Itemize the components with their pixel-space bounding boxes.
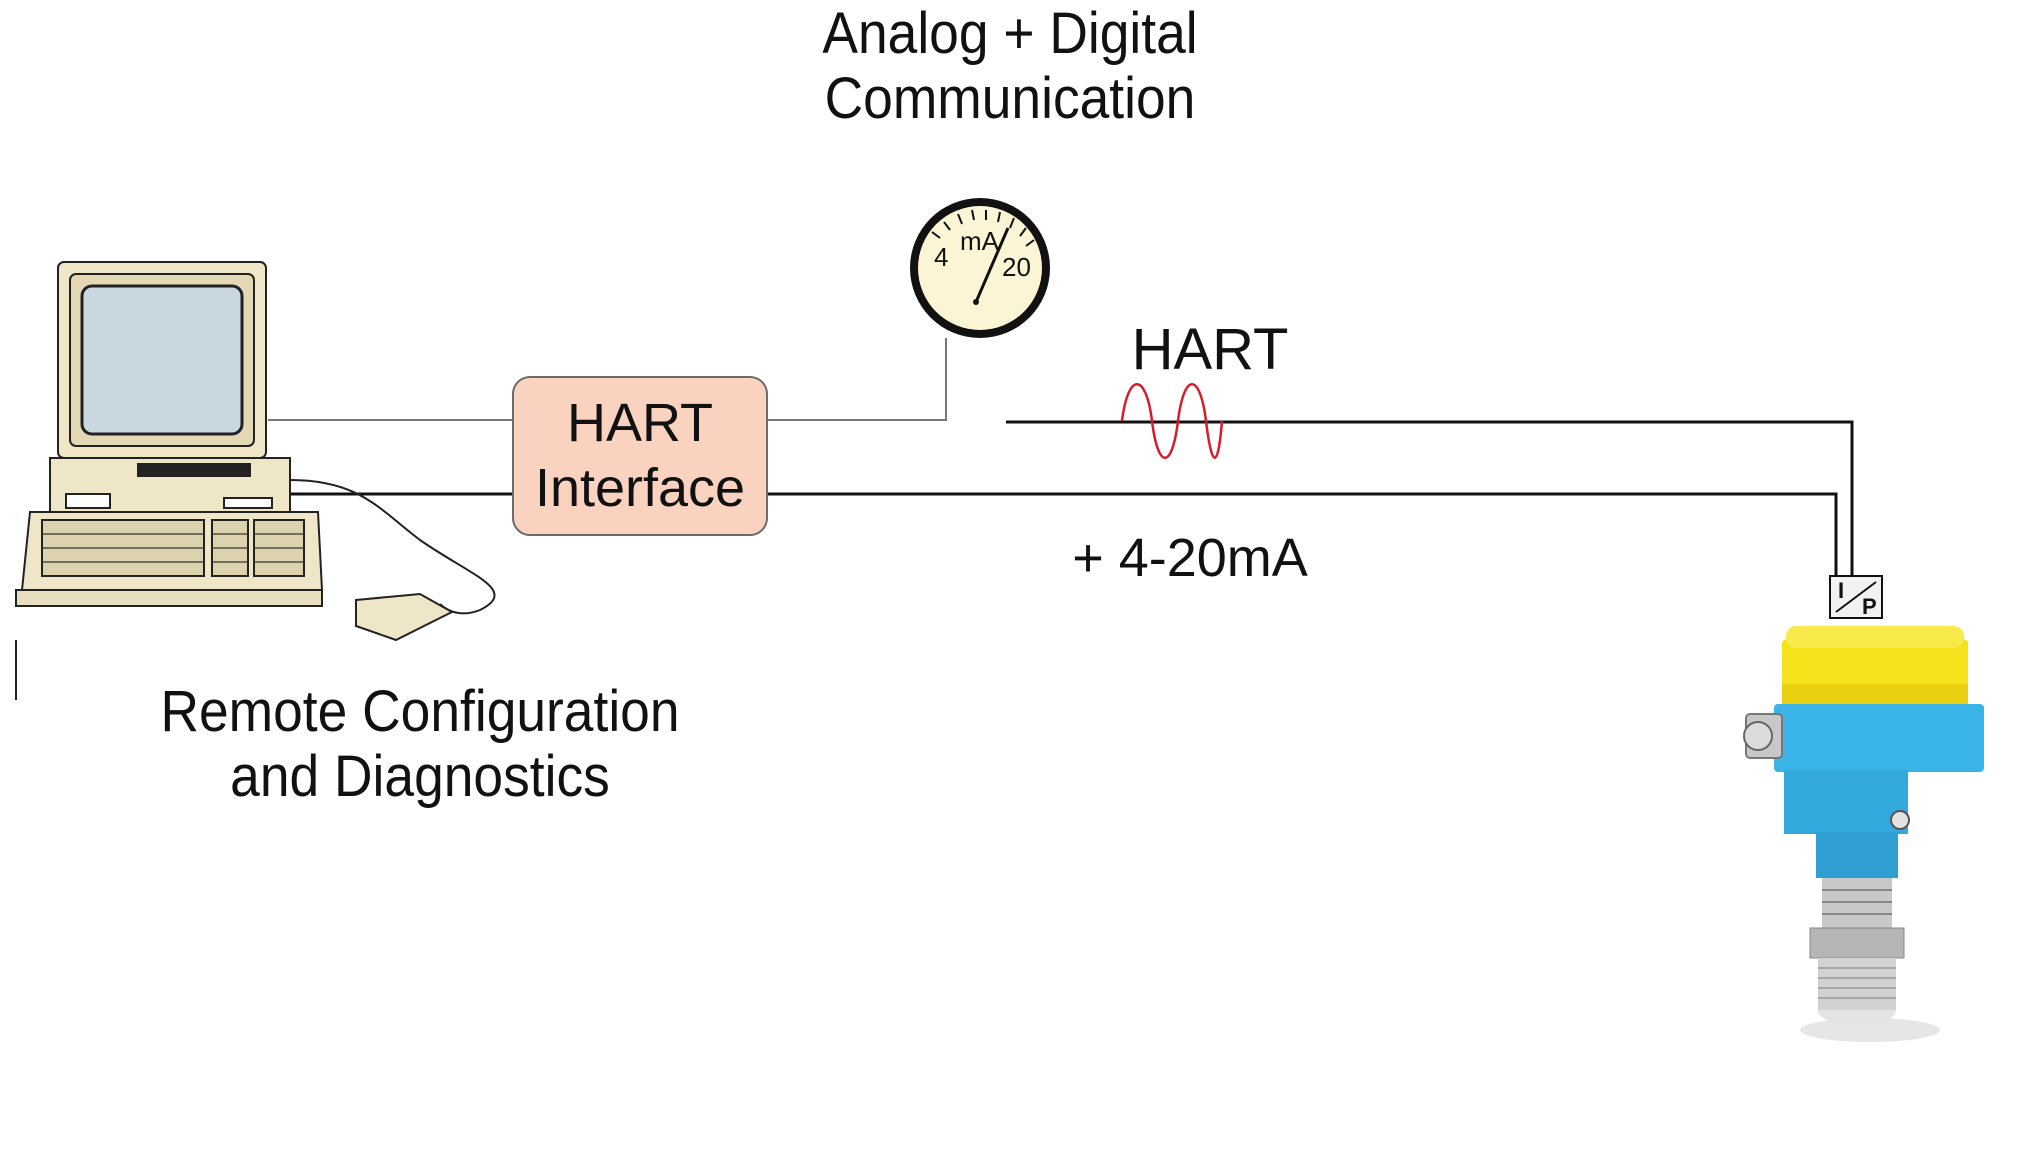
keyboard-key-grid bbox=[42, 533, 304, 563]
transmitter-housing-lower bbox=[1784, 770, 1908, 834]
hart-interface-box: HART Interface bbox=[512, 376, 768, 536]
meter-face bbox=[918, 206, 1042, 330]
ip-slash bbox=[1835, 581, 1877, 613]
stem-rings bbox=[1822, 889, 1892, 915]
wire-hart-signal bbox=[1006, 420, 1854, 576]
ground-screw bbox=[1890, 810, 1910, 830]
transmitter-cap-top bbox=[1786, 626, 1964, 648]
keyboard-base bbox=[15, 589, 323, 607]
monitor-screen bbox=[80, 284, 244, 436]
thread-lines bbox=[1818, 967, 1896, 999]
cable-gland-nut bbox=[1743, 721, 1773, 751]
title-line-2: Communication bbox=[824, 65, 1196, 131]
computer-illustration bbox=[15, 261, 496, 700]
pressure-transmitter bbox=[1743, 626, 1984, 1042]
transmitter-cap-band bbox=[1782, 684, 1968, 706]
ip-converter: I P bbox=[1829, 575, 1883, 619]
hart-interface-line1: HART bbox=[566, 393, 714, 454]
meter-needle bbox=[974, 227, 1010, 303]
hart-signal-label: HART bbox=[1131, 317, 1289, 382]
diagram-title: Analog + Digital Communication bbox=[780, 1, 1240, 132]
wire-loop-right bbox=[764, 492, 1838, 576]
meter-low: 4 bbox=[934, 242, 948, 272]
hart-interface-line2: Interface bbox=[534, 458, 746, 518]
ip-bottom: P bbox=[1862, 594, 1877, 619]
drive-panel bbox=[65, 493, 111, 509]
wire-interface-to-meter bbox=[764, 338, 947, 421]
transmitter-hex bbox=[1809, 927, 1905, 959]
transmitter-neck bbox=[1816, 832, 1898, 878]
transmitter-thread bbox=[1818, 958, 1896, 1010]
meter-unit: mA bbox=[960, 226, 1000, 256]
wiring bbox=[268, 338, 1854, 576]
computer-caption-line-2: and Diagnostics bbox=[230, 743, 610, 809]
transmitter-housing-upper bbox=[1774, 704, 1984, 772]
drive-slot bbox=[137, 463, 251, 477]
meter-ticks bbox=[931, 209, 1035, 247]
current-loop-label: + 4-20mA bbox=[1072, 528, 1308, 588]
meter-pivot bbox=[973, 299, 979, 305]
milliamp-meter: 4 mA 20 bbox=[910, 198, 1050, 338]
hart-wave bbox=[1120, 383, 1224, 459]
transmitter-shadow bbox=[1800, 1018, 1940, 1042]
meter-high: 20 bbox=[1002, 252, 1031, 282]
computer-caption-line-1: Remote Configuration bbox=[160, 679, 680, 744]
computer-caption: Remote Configuration and Diagnostics bbox=[153, 679, 687, 810]
mouse-cable bbox=[289, 479, 496, 615]
title-line-1: Analog + Digital bbox=[822, 1, 1198, 66]
drive-button bbox=[223, 497, 273, 509]
ip-top: I bbox=[1838, 578, 1844, 603]
transmitter-tip bbox=[1818, 1010, 1896, 1025]
mouse bbox=[355, 592, 455, 642]
